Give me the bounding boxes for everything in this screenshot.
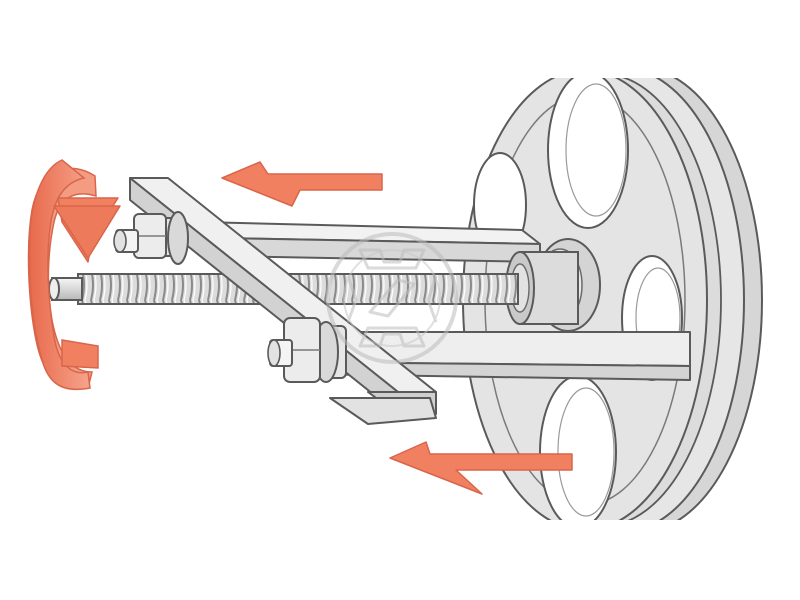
arrow-left-icon <box>389 441 573 495</box>
washer-upper <box>167 211 189 265</box>
bolt-lower <box>267 317 347 383</box>
spoke-hole-bottom <box>539 375 617 520</box>
bolt-upper <box>113 211 189 265</box>
rotation-arrow-icon <box>27 159 121 391</box>
arrow-left-icon <box>221 161 383 207</box>
spoke-hole-top <box>547 78 629 229</box>
watermark-logo-icon <box>326 232 458 364</box>
pulley-wheel <box>462 78 763 520</box>
